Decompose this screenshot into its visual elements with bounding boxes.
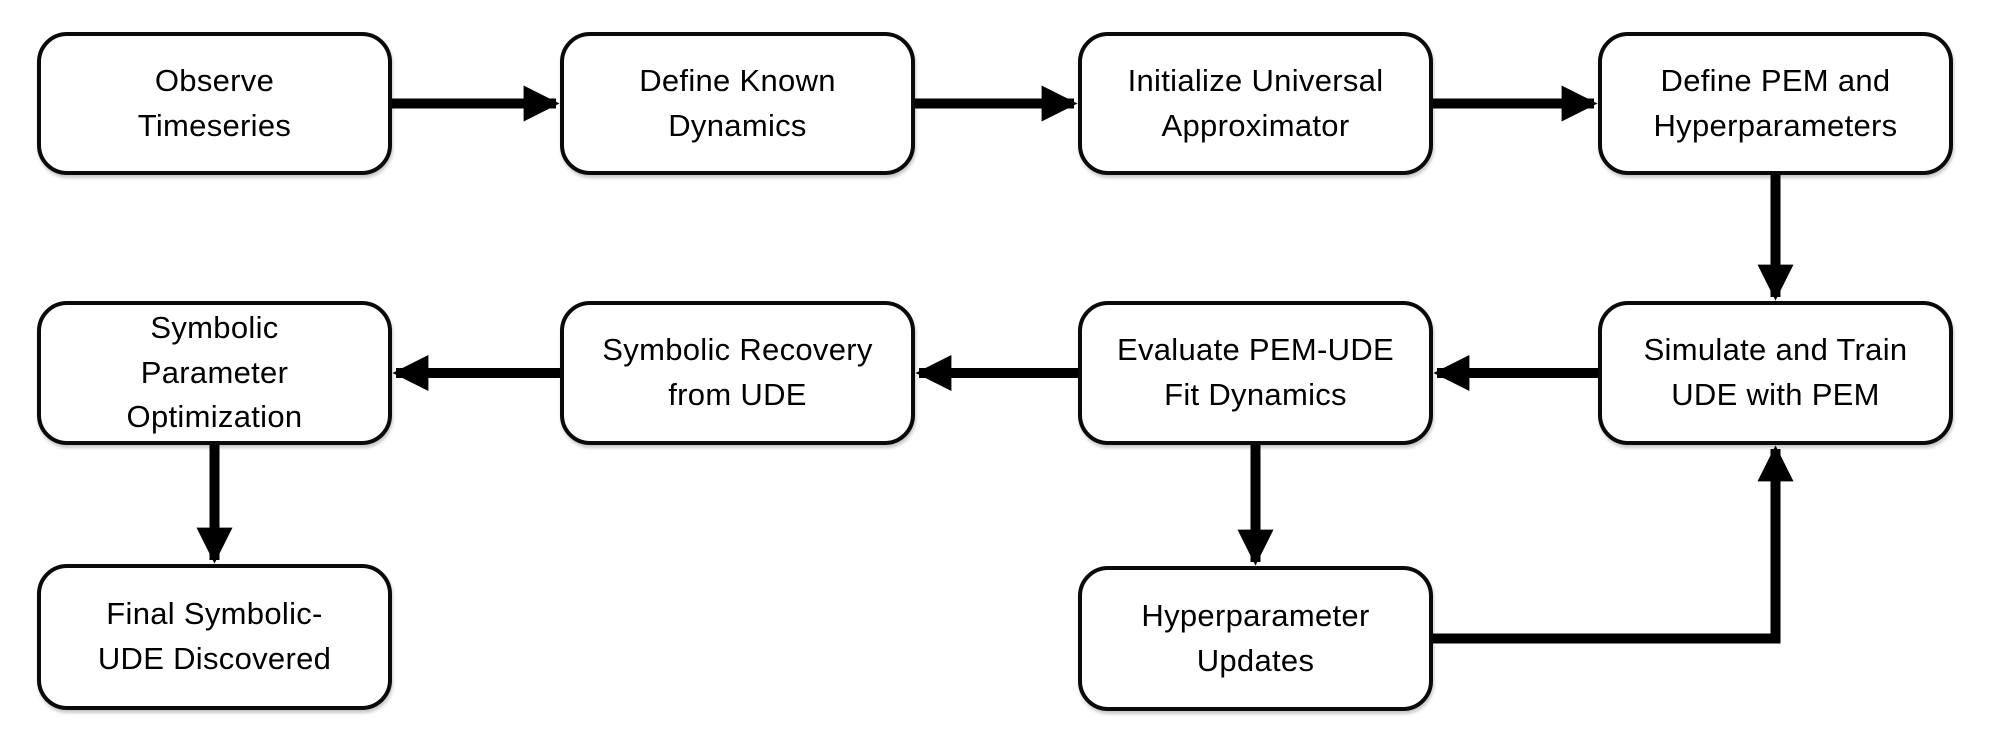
node-simulate-and-train-ude-with-pem-label: Simulate and Train UDE with PEM: [1643, 332, 1908, 412]
node-define-known-dynamics: Define Known Dynamics: [560, 32, 915, 175]
node-define-pem-and-hyperparameters: Define PEM and Hyperparameters: [1598, 32, 1953, 175]
node-initialize-universal-approximator: Initialize Universal Approximator: [1078, 32, 1433, 175]
node-initialize-universal-approximator-label: Initialize Universal Approximator: [1127, 62, 1384, 143]
node-symbolic-parameter-optimization: Symbolic Parameter Optimization: [37, 301, 392, 445]
node-hyperparameter-updates: Hyperparameter Updates: [1078, 566, 1433, 711]
node-symbolic-recovery-from-ude: Symbolic Recovery from UDE: [560, 301, 915, 445]
node-simulate-and-train-ude-with-pem: Simulate and Train UDE with PEM: [1598, 301, 1953, 445]
node-symbolic-parameter-optimization-label: Symbolic Parameter Optimization: [126, 309, 303, 435]
node-observe-timeseries-label: Observe Timeseries: [137, 62, 292, 143]
node-define-known-dynamics-label: Define Known Dynamics: [639, 62, 836, 143]
arrow-hyperparameter-updates-to-simulate: [1433, 445, 1794, 644]
node-final-symbolic-ude-discovered-label: Final Symbolic- UDE Discovered: [97, 596, 332, 676]
node-hyperparameter-updates-label: Hyperparameter Updates: [1141, 597, 1370, 678]
node-evaluate-pem-ude-fit-dynamics-label: Evaluate PEM-UDE Fit Dynamics: [1116, 332, 1394, 412]
node-final-symbolic-ude-discovered: Final Symbolic- UDE Discovered: [37, 564, 392, 710]
node-evaluate-pem-ude-fit-dynamics: Evaluate PEM-UDE Fit Dynamics: [1078, 301, 1433, 445]
node-observe-timeseries: Observe Timeseries: [37, 32, 392, 175]
node-define-pem-and-hyperparameters-label: Define PEM and Hyperparameters: [1653, 62, 1898, 143]
node-symbolic-recovery-from-ude-label: Symbolic Recovery from UDE: [602, 332, 873, 412]
